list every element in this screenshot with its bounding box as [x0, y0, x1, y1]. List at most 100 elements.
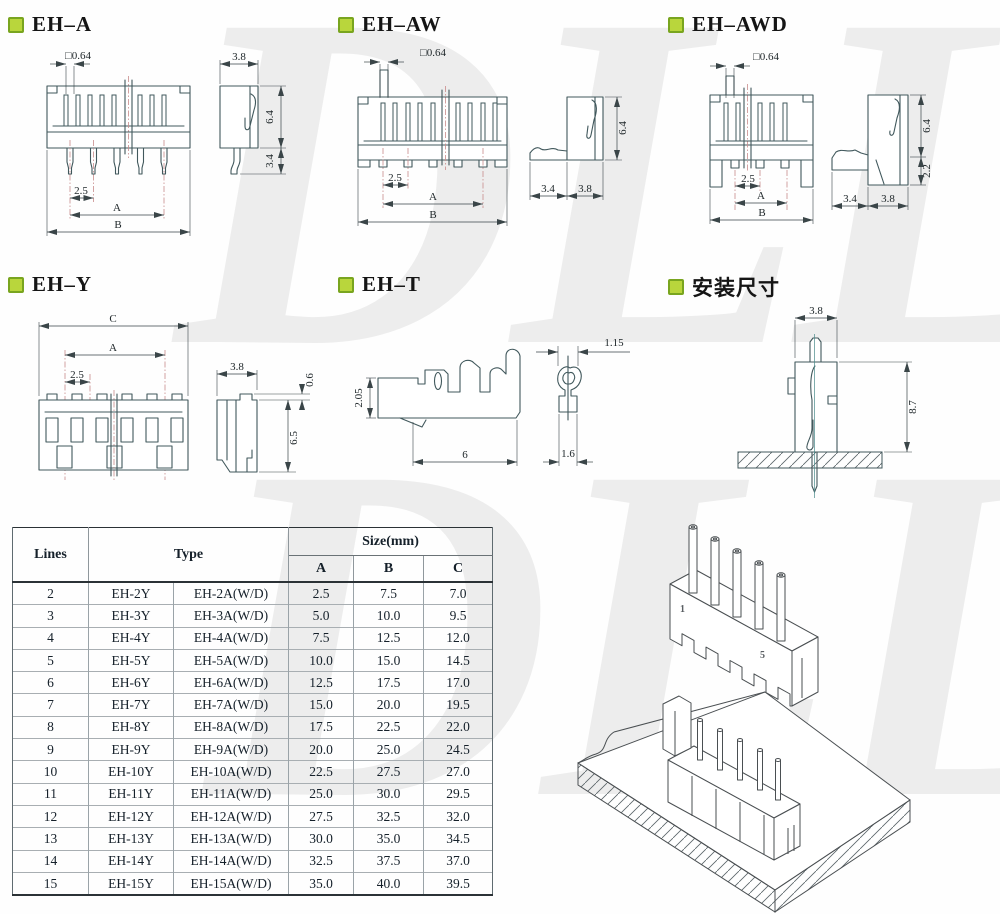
table-cell: 32.0	[423, 804, 493, 828]
eh-aw-drawing: □0.64 2.5 A B 6.4 3.4	[357, 47, 629, 226]
col-header-b: B	[353, 555, 424, 582]
table-cell: 30.0	[353, 782, 424, 806]
green-square-icon	[8, 16, 24, 33]
dimension-label: 6.4	[921, 119, 933, 133]
green-square-icon	[668, 16, 684, 33]
section-eh-aw: EH–AW □0.64 2.5	[330, 0, 660, 260]
table-cell: EH-7A(W/D)	[173, 693, 289, 717]
col-header-a: A	[288, 555, 354, 582]
section-eh-a: EH–A □0.64	[0, 0, 330, 260]
table-cell: EH-5A(W/D)	[173, 648, 289, 672]
table-cell: 15.0	[353, 648, 424, 672]
table-cell: 27.5	[353, 760, 424, 784]
dimension-label: 3.8	[230, 361, 244, 373]
table-cell: 7.0	[423, 581, 493, 605]
dimension-label: 3.4	[541, 183, 555, 195]
table-cell: EH-3Y	[88, 604, 174, 628]
table-cell: 7.5	[353, 581, 424, 605]
table-cell: EH-14A(W/D)	[173, 849, 289, 873]
dimension-label: 2.05	[353, 388, 365, 408]
table-cell: EH-6A(W/D)	[173, 671, 289, 694]
table-cell: EH-12Y	[88, 804, 174, 828]
dimension-label: 3.4	[843, 193, 857, 205]
table-cell: 24.5	[423, 738, 493, 761]
table-cell: 2.5	[288, 581, 354, 605]
dimension-label: 8.7	[907, 400, 919, 414]
table-cell: EH-10A(W/D)	[173, 760, 289, 784]
dimension-label: A	[429, 191, 437, 203]
section-title: EH–AWD	[692, 12, 788, 36]
section-eh-t: EH–T 2.05 6 1.15 1.6	[330, 260, 670, 520]
green-square-icon	[668, 279, 684, 295]
table-cell: EH-9A(W/D)	[173, 738, 289, 761]
section-eh-awd: EH–AWD □0.64 2.5 A	[660, 0, 1000, 260]
table-cell: 10.0	[353, 604, 424, 628]
dimension-label: C	[109, 313, 116, 325]
spec-table-header: Lines Type Size(mm) A B C	[12, 527, 493, 582]
table-cell: EH-9Y	[88, 738, 174, 761]
table-cell: 29.5	[423, 782, 493, 806]
table-cell: 7.5	[288, 626, 354, 650]
table-cell: EH-4Y	[88, 626, 174, 650]
section-header: EH–T	[338, 272, 421, 297]
table-cell: 12.5	[353, 626, 424, 650]
dimension-label: 6.5	[288, 431, 300, 445]
table-cell: EH-7Y	[88, 693, 174, 717]
table-cell: 22.5	[353, 715, 424, 739]
table-cell: 32.5	[288, 849, 354, 873]
table-cell: 17.5	[288, 715, 354, 739]
table-cell: 22.0	[423, 715, 493, 739]
dimension-label: 2.5	[388, 172, 402, 184]
dimension-label: A	[757, 190, 765, 202]
section-title: EH–A	[32, 12, 93, 36]
wafer-pins	[697, 718, 781, 801]
table-cell: 34.5	[423, 827, 493, 851]
table-cell: 22.5	[288, 760, 354, 784]
table-cell: 14.5	[423, 648, 493, 672]
eh-awd-drawing: □0.64 2.5 A B 6.4 2.2	[709, 51, 933, 224]
table-cell: 5	[12, 648, 89, 672]
table-cell: 27.0	[423, 760, 493, 784]
bottom-pins	[66, 147, 168, 175]
table-cell: 9	[12, 738, 89, 761]
table-cell: 8	[12, 715, 89, 739]
isometric-connector-drawing: 1 5	[577, 524, 911, 913]
table-cell: 32.5	[353, 804, 424, 828]
section-title: EH–AW	[362, 12, 442, 36]
dimension-label: 2.5	[70, 369, 84, 381]
table-cell: 12.5	[288, 671, 354, 694]
table-cell: EH-6Y	[88, 671, 174, 694]
table-cell: 20.0	[353, 693, 424, 717]
table-cell: 20.0	[288, 738, 354, 761]
table-cell: EH-3A(W/D)	[173, 604, 289, 628]
section-header: EH–A	[8, 12, 92, 37]
table-cell: EH-11A(W/D)	[173, 782, 289, 806]
table-cell: EH-11Y	[88, 782, 174, 806]
section-mounting: 安装尺寸 3.8 8.7	[660, 260, 1000, 520]
dimension-label: 3.8	[578, 183, 592, 195]
header-pins	[688, 524, 786, 642]
section-title: EH–Y	[32, 272, 93, 296]
table-cell: EH-13Y	[88, 827, 174, 851]
table-cell: EH-15Y	[88, 871, 174, 896]
table-cell: EH-15A(W/D)	[173, 871, 289, 896]
pin-number-label: 1	[680, 604, 685, 615]
table-cell: 27.5	[288, 804, 354, 828]
table-cell: EH-8A(W/D)	[173, 715, 289, 739]
table-cell: 10.0	[288, 648, 354, 672]
table-cell: 4	[12, 626, 89, 650]
table-cell: 25.0	[353, 738, 424, 761]
dimension-label: B	[114, 219, 121, 231]
table-cell: 25.0	[288, 782, 354, 806]
table-cell: 15	[12, 871, 89, 896]
eh-y-drawing: C A 2.5 3.8 0.6	[38, 313, 316, 480]
green-square-icon	[338, 16, 354, 33]
table-cell: 37.0	[423, 849, 493, 873]
